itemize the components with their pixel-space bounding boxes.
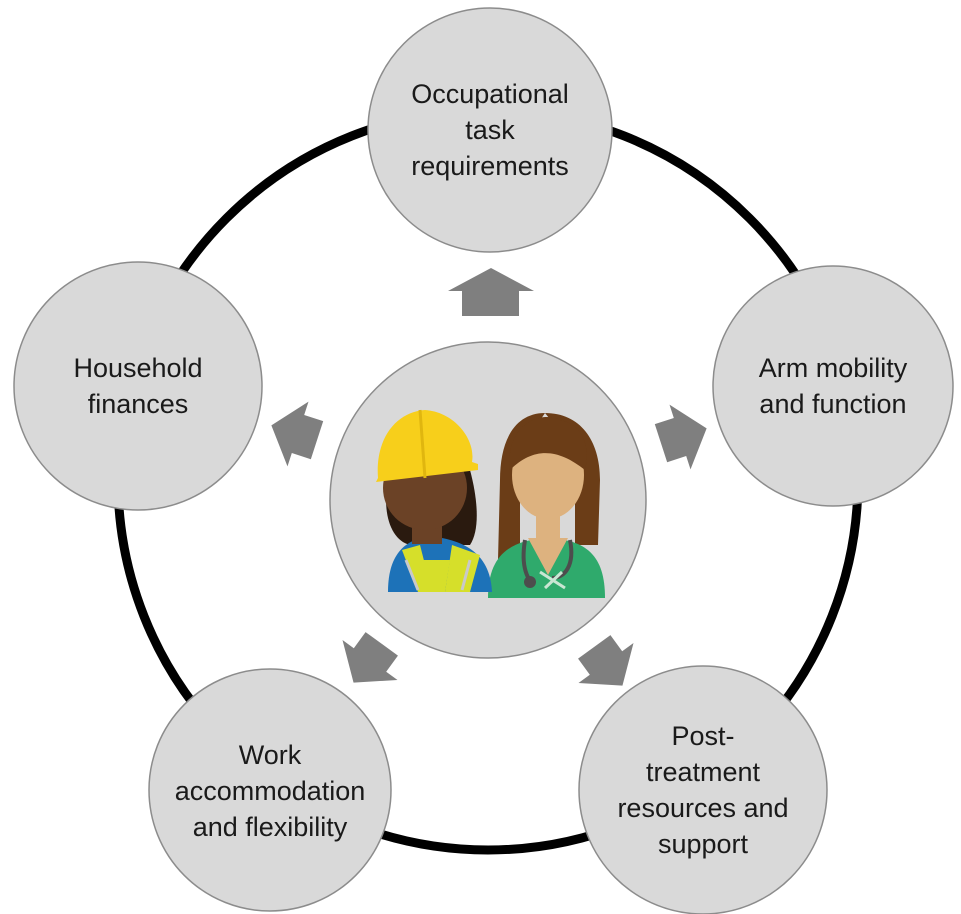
node-post-treatment-circle — [578, 665, 828, 914]
arrow-right — [654, 404, 707, 470]
node-occupational-line-1: Occupational — [411, 79, 569, 109]
node-occupational-line-3: requirements — [411, 151, 569, 181]
node-post-treatment-label: Post- treatment resources and support — [593, 716, 813, 864]
node-work-accommodation-circle — [148, 668, 392, 912]
node-arm-label: Arm mobility and function — [723, 346, 943, 426]
node-household-label: Household finances — [28, 346, 248, 426]
node-arm-circle — [712, 265, 954, 507]
node-work-accommodation-line-1: Work — [238, 740, 302, 770]
node-arm-line-1: Arm mobility — [758, 353, 908, 383]
node-work-accommodation-line-3: and flexibility — [192, 812, 348, 842]
node-occupational-circle — [367, 7, 613, 253]
node-work-accommodation-line-2: accommodation — [174, 776, 366, 806]
node-post-treatment-line-4: support — [657, 829, 749, 859]
node-post-treatment-line-3: resources and — [617, 793, 789, 823]
node-household-circle — [13, 261, 263, 511]
node-post-treatment-line-1: Post- — [671, 721, 735, 751]
node-occupational-label: Occupational task requirements — [380, 60, 600, 200]
workers-icon — [376, 409, 605, 598]
healthcare-worker-icon — [488, 413, 605, 598]
arrow-down-left — [342, 632, 398, 683]
arrow-left — [271, 401, 324, 467]
node-household-line-1: Household — [73, 353, 203, 383]
node-household-line-2: finances — [87, 389, 189, 419]
node-work-accommodation-label: Work accommodation and flexibility — [160, 736, 380, 846]
node-arm-line-2: and function — [759, 389, 907, 419]
arrow-down-right — [578, 635, 634, 686]
construction-worker-icon — [376, 409, 492, 592]
arrow-up — [448, 268, 534, 316]
node-post-treatment-line-2: treatment — [645, 757, 761, 787]
node-occupational-line-2: task — [465, 115, 515, 145]
